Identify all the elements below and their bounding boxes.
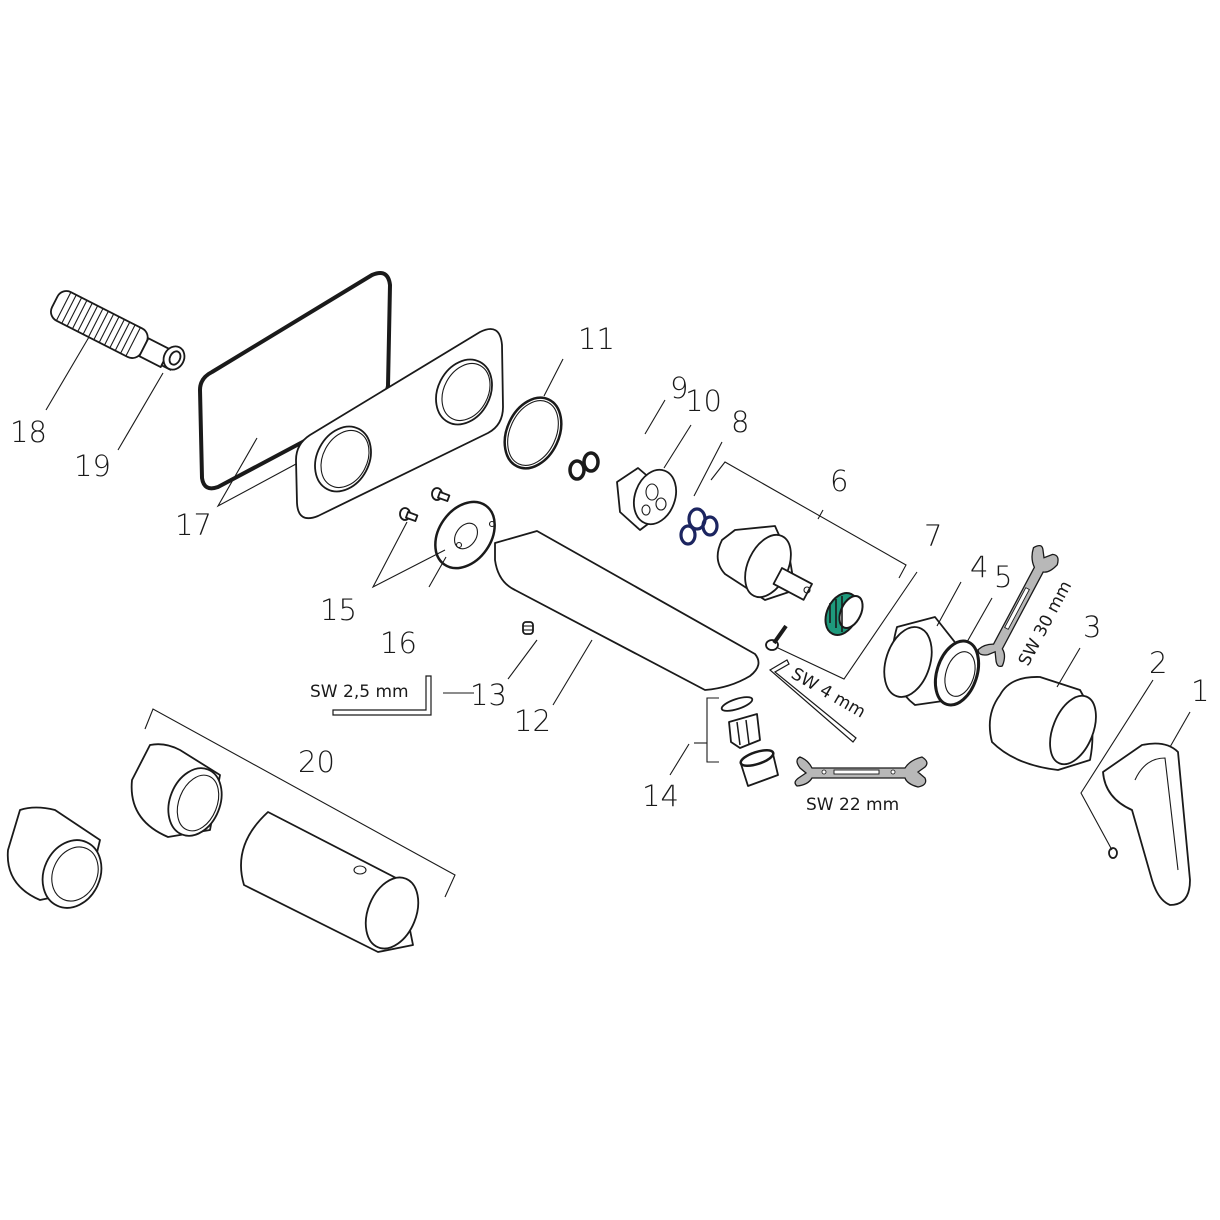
extension-tube <box>240 811 420 953</box>
tool-label-sw-2-5: SW 2,5 mm <box>310 682 409 702</box>
callout-12: 12 <box>514 704 551 738</box>
tool-wrench-22mm: SW 22 mm <box>794 756 928 815</box>
tool-wrench-30mm: SW 30 mm <box>977 544 1076 669</box>
part-6-cartridge[interactable] <box>716 525 813 604</box>
part-19-connector[interactable] <box>160 343 189 373</box>
part-15-screws[interactable] <box>399 487 451 522</box>
part-double-seal[interactable] <box>568 451 600 481</box>
part-6-green-ring[interactable] <box>819 588 867 641</box>
part-3-cover-sleeve[interactable] <box>988 676 1105 771</box>
callout-3: 3 <box>1083 610 1101 644</box>
callout-17: 17 <box>175 508 212 542</box>
callout-15: 15 <box>320 593 357 627</box>
callout-6: 6 <box>830 464 848 498</box>
part-18-extension-hose[interactable] <box>47 288 181 377</box>
callout-13: 13 <box>470 678 507 712</box>
tool-hex-key-4mm: SW 4 mm <box>768 659 869 743</box>
callout-9: 9 <box>670 371 688 405</box>
callout-4: 4 <box>970 550 988 584</box>
part-16-flange[interactable] <box>423 491 507 580</box>
callout-1: 1 <box>1191 674 1209 708</box>
leader-lines <box>45 336 1191 851</box>
part-7-screw[interactable] <box>765 624 788 651</box>
part-1-handle-lever[interactable] <box>1102 742 1191 906</box>
callout-8: 8 <box>731 405 749 439</box>
part-8-o-ring[interactable] <box>679 507 719 546</box>
callout-2: 2 <box>1149 646 1167 680</box>
callout-20: 20 <box>298 745 335 779</box>
part-17-wall-plate[interactable] <box>295 328 504 520</box>
part-13-set-screw[interactable] <box>522 621 534 635</box>
callout-numbers: 1 2 3 4 5 6 7 8 9 10 11 12 13 14 15 16 1… <box>10 322 1209 813</box>
part-12-spout[interactable] <box>494 530 760 691</box>
tool-label-sw-22: SW 22 mm <box>806 795 899 815</box>
callout-14: 14 <box>642 779 679 813</box>
part-2-grub-screw[interactable] <box>1108 847 1118 859</box>
callout-16: 16 <box>380 626 417 660</box>
extension-ring-left <box>6 806 103 909</box>
callout-11: 11 <box>578 322 615 356</box>
callout-7: 7 <box>924 519 942 553</box>
callout-19: 19 <box>74 449 111 483</box>
part-14-aerator-set[interactable] <box>720 694 779 787</box>
extension-ring-middle <box>130 743 223 838</box>
callout-18: 18 <box>10 415 47 449</box>
part-20-extension-set[interactable] <box>6 708 456 956</box>
callout-10: 10 <box>685 384 722 418</box>
part-9-adapter[interactable] <box>616 464 683 531</box>
part-11-o-ring[interactable] <box>494 388 572 477</box>
callout-5: 5 <box>994 560 1012 594</box>
tool-hex-key-2-5mm: SW 2,5 mm <box>310 675 432 716</box>
